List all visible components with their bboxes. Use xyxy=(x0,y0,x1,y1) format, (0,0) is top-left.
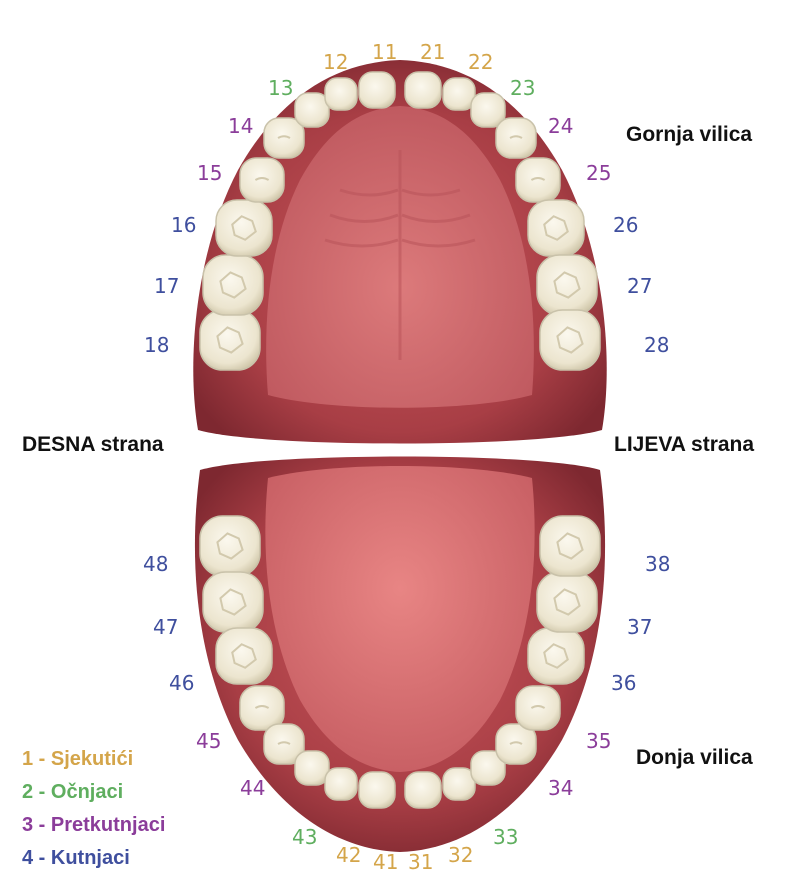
left-side-label: LIJEVA strana xyxy=(614,434,754,455)
tooth-46 xyxy=(216,628,272,684)
tooth-35 xyxy=(516,686,560,730)
tooth-number-45: 45 xyxy=(196,731,221,751)
tooth-43 xyxy=(295,751,329,785)
tooth-27 xyxy=(537,255,597,315)
upper-jaw-label: Gornja vilica xyxy=(626,124,752,145)
tooth-number-48: 48 xyxy=(143,554,168,574)
tooth-number-37: 37 xyxy=(627,617,652,637)
tooth-number-13: 13 xyxy=(268,78,293,98)
legend-canines: 2 - Očnjaci xyxy=(22,782,123,802)
tooth-number-31: 31 xyxy=(408,852,433,872)
tooth-number-12: 12 xyxy=(323,52,348,72)
tooth-number-35: 35 xyxy=(586,731,611,751)
tooth-number-34: 34 xyxy=(548,778,573,798)
tooth-26 xyxy=(528,200,584,256)
tooth-number-43: 43 xyxy=(292,827,317,847)
tooth-47 xyxy=(203,572,263,632)
tooth-38 xyxy=(540,516,600,576)
tooth-21 xyxy=(405,72,441,108)
tooth-number-14: 14 xyxy=(228,116,253,136)
tooth-42 xyxy=(325,768,357,800)
tooth-16 xyxy=(216,200,272,256)
tooth-number-36: 36 xyxy=(611,673,636,693)
tooth-number-33: 33 xyxy=(493,827,518,847)
tooth-number-27: 27 xyxy=(627,276,652,296)
tooth-17 xyxy=(203,255,263,315)
tooth-28 xyxy=(540,310,600,370)
tooth-41 xyxy=(359,772,395,808)
lower-jaw-label: Donja vilica xyxy=(636,747,753,768)
tooth-number-16: 16 xyxy=(171,215,196,235)
tooth-32 xyxy=(443,768,475,800)
tooth-15 xyxy=(240,158,284,202)
tooth-number-38: 38 xyxy=(645,554,670,574)
tooth-number-41: 41 xyxy=(373,852,398,872)
tooth-12 xyxy=(325,78,357,110)
tooth-36 xyxy=(528,628,584,684)
tooth-11 xyxy=(359,72,395,108)
tooth-48 xyxy=(200,516,260,576)
tooth-number-42: 42 xyxy=(336,845,361,865)
tooth-number-21: 21 xyxy=(420,42,445,62)
tooth-22 xyxy=(443,78,475,110)
tooth-25 xyxy=(516,158,560,202)
tooth-number-24: 24 xyxy=(548,116,573,136)
tooth-number-26: 26 xyxy=(613,215,638,235)
tooth-number-46: 46 xyxy=(169,673,194,693)
tooth-number-18: 18 xyxy=(144,335,169,355)
tooth-13 xyxy=(295,93,329,127)
tooth-number-11: 11 xyxy=(372,42,397,62)
tooth-number-23: 23 xyxy=(510,78,535,98)
tooth-37 xyxy=(537,572,597,632)
tooth-number-47: 47 xyxy=(153,617,178,637)
right-side-label: DESNA strana xyxy=(22,434,164,455)
tooth-number-28: 28 xyxy=(644,335,669,355)
tooth-number-32: 32 xyxy=(448,845,473,865)
tooth-number-25: 25 xyxy=(586,163,611,183)
tooth-31 xyxy=(405,772,441,808)
tooth-number-44: 44 xyxy=(240,778,265,798)
legend-molars: 4 - Kutnjaci xyxy=(22,848,130,868)
tooth-14 xyxy=(264,118,304,158)
tooth-18 xyxy=(200,310,260,370)
tooth-24 xyxy=(496,118,536,158)
legend-premolars: 3 - Pretkutnjaci xyxy=(22,815,165,835)
tooth-number-15: 15 xyxy=(197,163,222,183)
legend-incisors: 1 - Sjekutići xyxy=(22,749,133,769)
tooth-number-17: 17 xyxy=(154,276,179,296)
tooth-number-22: 22 xyxy=(468,52,493,72)
